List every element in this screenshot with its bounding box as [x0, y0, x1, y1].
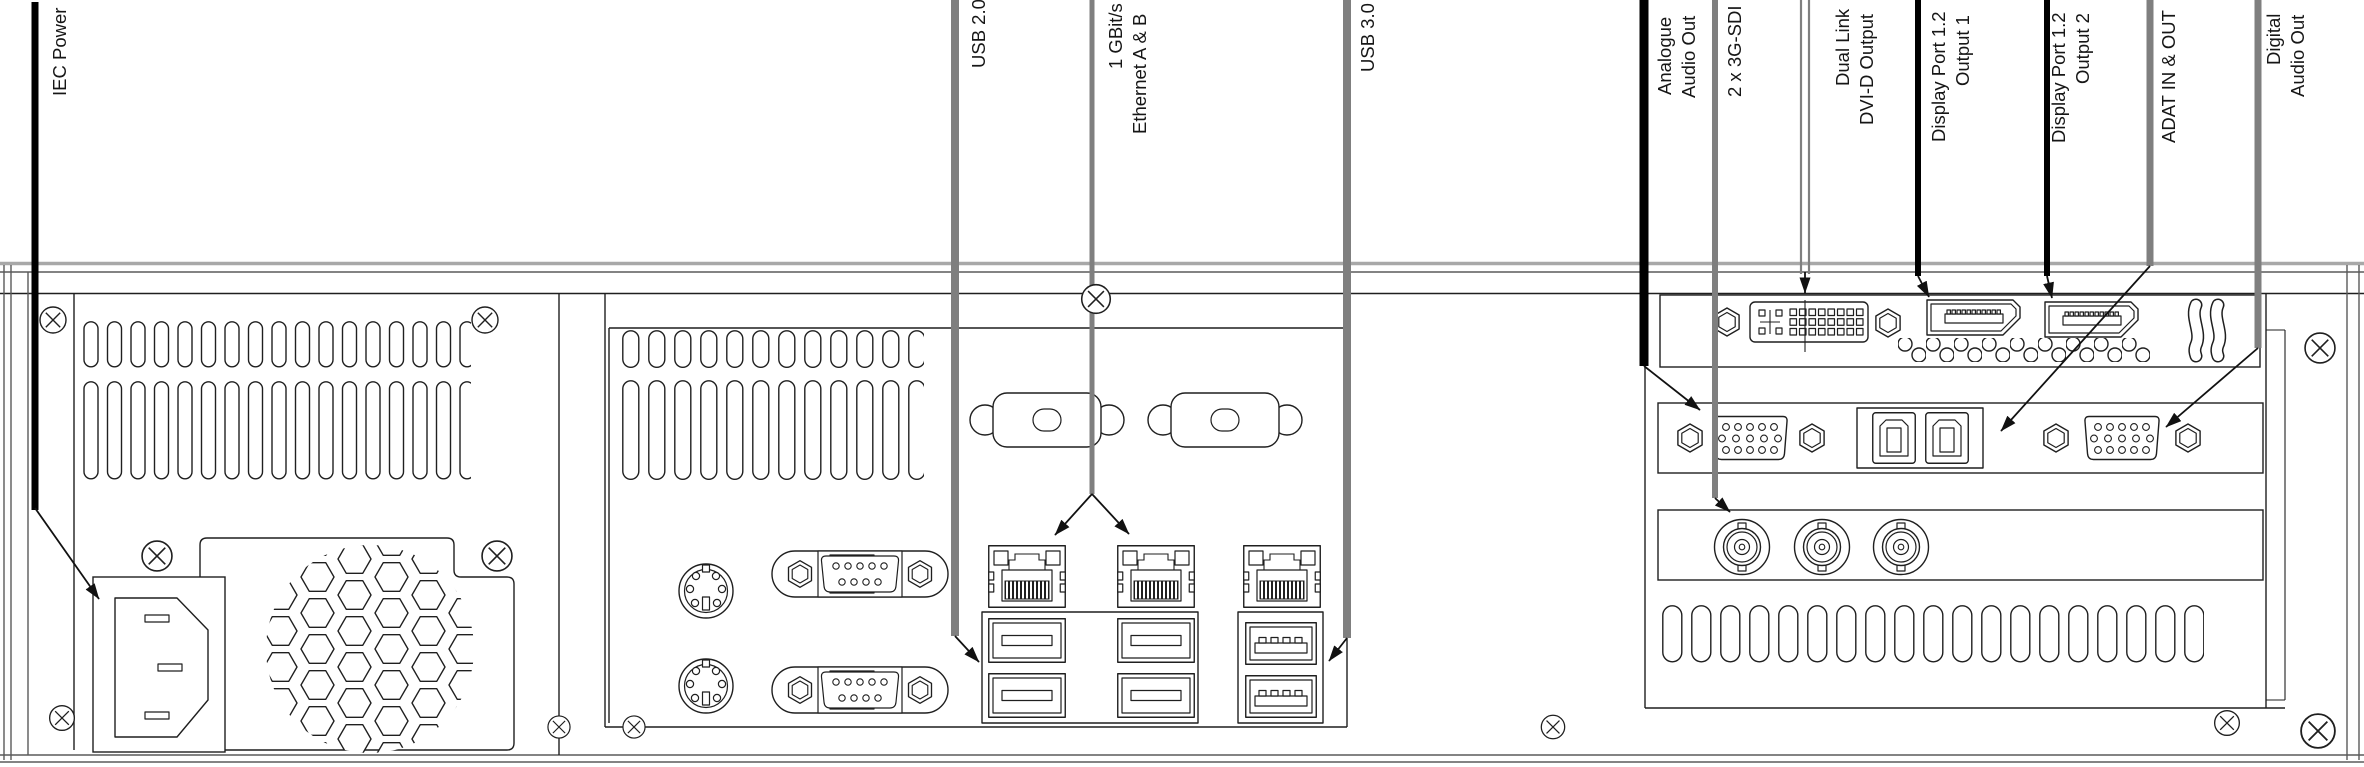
- psu-section: [80, 321, 515, 753]
- label-digital-l2: Audio Out: [2287, 15, 2308, 97]
- audio-standoff-3: [2043, 423, 2069, 453]
- bracket-wavy-vents: [2187, 298, 2227, 363]
- graphics-card-bracket: [1659, 294, 2261, 368]
- usb2-port-4: [1117, 673, 1195, 718]
- bnc-port-1: [1713, 518, 1771, 576]
- screw-icon: [622, 715, 646, 739]
- label-dp1-l1: Display Port 1.2: [1928, 11, 1949, 142]
- audio-standoff-2: [1799, 423, 1825, 453]
- label-sdi: 2 x 3G-SDI: [1724, 6, 1745, 98]
- ps2-port-top: [678, 563, 734, 619]
- serial-port-top: [772, 551, 948, 597]
- screw-icon: [141, 540, 173, 572]
- callout-labels: IEC Power USB 2.0 1 GBit/s Ethernet A & …: [49, 0, 2308, 143]
- ethernet-port-c: [1243, 545, 1321, 608]
- screw-icon: [2304, 332, 2336, 364]
- label-ethernet-l1: 1 GBit/s: [1105, 3, 1126, 69]
- expansion-card-section: [1644, 293, 2267, 708]
- screw-icon: [471, 306, 499, 334]
- dsub-knockout-2: [1147, 392, 1303, 448]
- serial-port-bottom: [772, 667, 948, 713]
- label-dp2-l1: Display Port 1.2: [2048, 12, 2069, 143]
- screw-icon: [481, 540, 513, 572]
- label-analogue-l2: Audio Out: [1678, 16, 1699, 98]
- callout-leader-lines: [31, 0, 2262, 663]
- chassis-right-ear: [2346, 265, 2360, 760]
- dvi-standoff-right: [1875, 308, 1901, 338]
- right-vent-grid: [1662, 605, 2204, 663]
- label-ethernet-l2: Ethernet A & B: [1129, 14, 1150, 134]
- ethernet-port-b: [1117, 545, 1195, 608]
- usb2-port-1: [988, 618, 1066, 663]
- label-iec-power: IEC Power: [49, 8, 70, 96]
- digital-audio-dsub-port: [2084, 415, 2160, 461]
- dsub-knockout-1: [969, 392, 1125, 448]
- label-analogue-l1: Analogue: [1654, 17, 1675, 95]
- label-dp2-l2: Output 2: [2072, 13, 2093, 84]
- usb2-port-3: [1117, 618, 1195, 663]
- usb3-port-1: [1245, 622, 1317, 665]
- usb3-port-2: [1245, 675, 1317, 718]
- adat-toslink-ports: [1856, 407, 1984, 469]
- screw-icon: [48, 704, 76, 732]
- screw-icon: [2300, 713, 2336, 749]
- bnc-port-3: [1872, 518, 1930, 576]
- dvi-d-port: [1749, 301, 1869, 343]
- adat-toslink-out: [1925, 412, 1969, 464]
- bracket-vent-holes: [1898, 338, 2150, 362]
- screw-icon: [1080, 283, 1112, 315]
- label-dvi-l2: DVI-D Output: [1856, 14, 1877, 125]
- screw-icon: [39, 306, 67, 334]
- motherboard-io-section: [604, 293, 1348, 727]
- iec-inlet-recess: [92, 576, 226, 753]
- mid-vent-grid-top: [622, 330, 924, 368]
- dvi-standoff-left: [1714, 307, 1740, 337]
- sdi-card-bracket: [1657, 509, 2264, 581]
- ethernet-port-a: [988, 545, 1066, 608]
- screw-icon: [547, 715, 571, 739]
- label-dp1-l2: Output 1: [1952, 15, 1973, 86]
- psu-vent-grid-bottom: [80, 381, 471, 480]
- chassis-frame: [0, 261, 2364, 763]
- audio-standoff-4: [2175, 423, 2201, 453]
- bnc-port-2: [1793, 518, 1851, 576]
- label-adat: ADAT IN & OUT: [2158, 10, 2179, 143]
- ps2-port-bottom: [678, 658, 734, 714]
- analogue-audio-dsub-port: [1712, 415, 1788, 461]
- psu-vent-grid-top: [80, 321, 471, 368]
- audio-card-bracket: [1657, 402, 2264, 474]
- screw-icon: [2213, 709, 2241, 737]
- psu-plate-outline: [199, 537, 515, 751]
- leader-dvi: [1799, 0, 1811, 274]
- usb2-port-2: [988, 673, 1066, 718]
- displayport-1: [1926, 299, 2021, 336]
- audio-standoff-1: [1677, 423, 1703, 453]
- label-usb2: USB 2.0: [968, 0, 989, 68]
- psu-fan-grille: [266, 545, 474, 753]
- iec-power-inlet: [114, 597, 209, 738]
- label-digital-l1: Digital: [2263, 14, 2284, 65]
- mid-vent-grid-bottom: [622, 380, 924, 481]
- chassis-left-ear: [3, 265, 29, 760]
- adat-toslink-in: [1872, 412, 1916, 464]
- screw-icon: [1540, 714, 1566, 740]
- label-usb3: USB 3.0: [1357, 3, 1378, 72]
- label-dvi-l1: Dual Link: [1832, 8, 1853, 86]
